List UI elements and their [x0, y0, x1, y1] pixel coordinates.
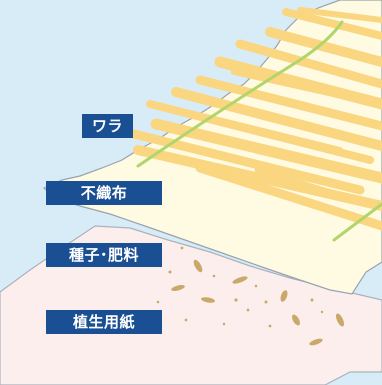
planting-paper-label: 植生用紙 [46, 310, 162, 334]
grass-stems [136, 20, 382, 242]
straw-label: ワラ [82, 114, 134, 138]
seeds-fertilizer [154, 246, 345, 346]
nonwoven-label: 不織布 [46, 181, 162, 205]
seed-fertilizer-label: 種子･肥料 [46, 243, 162, 267]
straw-layer [121, 7, 382, 231]
